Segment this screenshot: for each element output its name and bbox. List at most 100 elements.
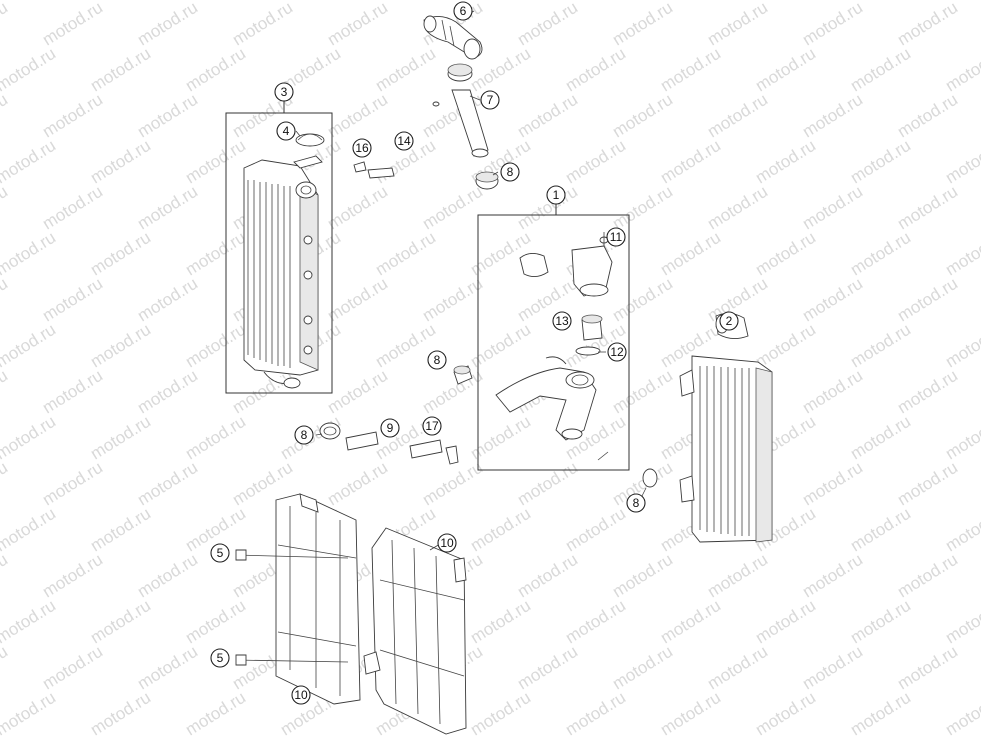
watermark-text: motod.ru	[324, 458, 391, 510]
watermark-text: motod.ru	[514, 274, 581, 326]
watermark-text: motod.ru	[182, 412, 249, 464]
watermark-text: motod.ru	[467, 596, 534, 648]
watermark-text: motod.ru	[847, 228, 914, 280]
watermark-text: motod.ru	[942, 688, 981, 736]
watermark-text: motod.ru	[799, 458, 866, 510]
watermark-text: motod.ru	[704, 642, 771, 694]
watermark-text: motod.ru	[847, 412, 914, 464]
watermark-text: motod.ru	[847, 504, 914, 556]
watermark-text: motod.ru	[39, 90, 106, 142]
watermark-text: motod.ru	[134, 274, 201, 326]
watermark-text: motod.ru	[609, 642, 676, 694]
watermark-text: motod.ru	[609, 550, 676, 602]
callout-17: 17	[422, 416, 442, 436]
thermostat-frame	[477, 214, 630, 471]
left-radiator-group	[225, 101, 333, 394]
watermark-text: motod.ru	[134, 550, 201, 602]
callout-4: 4	[276, 121, 296, 141]
radiator-shrouds	[235, 493, 467, 735]
watermark-text: motod.ru	[182, 596, 249, 648]
watermark-text: motod.ru	[847, 688, 914, 736]
watermark-text: motod.ru	[942, 412, 981, 464]
watermark-text: motod.ru	[87, 596, 154, 648]
callout-12: 12	[607, 342, 627, 362]
watermark-text: motod.ru	[0, 504, 59, 556]
watermark-text: motod.ru	[657, 596, 724, 648]
watermark-text: motod.ru	[752, 228, 819, 280]
watermark-text: motod.ru	[0, 320, 59, 372]
watermark-text: motod.ru	[704, 90, 771, 142]
callout-7: 7	[480, 90, 500, 110]
watermark-text: motod.ru	[942, 228, 981, 280]
callout-3: 3	[274, 82, 294, 102]
watermark-text: motod.ru	[0, 550, 11, 602]
watermark-text: motod.ru	[134, 458, 201, 510]
watermark-text: motod.ru	[324, 274, 391, 326]
svg-text:4: 4	[283, 124, 290, 138]
middle-parts	[319, 365, 473, 465]
watermark-text: motod.ru	[419, 366, 486, 418]
watermark-text: motod.ru	[372, 44, 439, 96]
watermark-text: motod.ru	[134, 366, 201, 418]
watermark-text: motod.ru	[0, 688, 59, 736]
watermark-text: motod.ru	[182, 688, 249, 736]
watermark-text: motod.ru	[799, 550, 866, 602]
callout-5-lower: 5	[210, 648, 230, 668]
watermark-text: motod.ru	[514, 182, 581, 234]
watermark-text: motod.ru	[467, 688, 534, 736]
svg-text:8: 8	[434, 353, 441, 367]
watermark-text: motod.ru	[894, 366, 961, 418]
callout-5-upper: 5	[210, 543, 230, 563]
watermark-text: motod.ru	[134, 182, 201, 234]
watermark-text: motod.ru	[134, 642, 201, 694]
watermark-text: motod.ru	[372, 228, 439, 280]
watermark-text: motod.ru	[704, 550, 771, 602]
watermark-text: motod.ru	[847, 136, 914, 188]
svg-text:8: 8	[507, 165, 514, 179]
svg-text:8: 8	[301, 428, 308, 442]
watermark-text: motod.ru	[39, 274, 106, 326]
watermark-text: motod.ru	[704, 0, 771, 49]
watermark-text: motod.ru	[704, 182, 771, 234]
callout-layer: 1 2 3 4 5 5 6 7 8 8 8 8 9 10 10 11 12 13…	[210, 1, 739, 705]
watermark-text: motod.ru	[847, 44, 914, 96]
watermark-text: motod.ru	[562, 688, 629, 736]
svg-text:17: 17	[425, 419, 439, 433]
watermark-text: motod.ru	[0, 182, 11, 234]
watermark-text: motod.ru	[894, 458, 961, 510]
watermark-text: motod.ru	[467, 412, 534, 464]
watermark-text: motod.ru	[182, 228, 249, 280]
watermark-text: motod.ru	[229, 0, 296, 49]
watermark-text: motod.ru	[419, 274, 486, 326]
callout-8-left: 8	[294, 425, 314, 445]
watermark-text: motod.ru	[87, 320, 154, 372]
svg-text:6: 6	[460, 4, 467, 18]
watermark-text: motod.ru	[0, 0, 59, 3]
watermark-text: motod.ru	[894, 274, 961, 326]
watermark-text: motod.ru	[0, 44, 59, 96]
watermark-text: motod.ru	[514, 90, 581, 142]
watermark-text: motod.ru	[752, 596, 819, 648]
watermark-text: motod.ru	[0, 366, 11, 418]
svg-text:5: 5	[217, 546, 224, 560]
callout-13: 13	[552, 311, 572, 331]
watermark-text: motod.ru	[324, 366, 391, 418]
watermark-text: motod.ru	[752, 320, 819, 372]
watermark-text: motod.ru	[799, 274, 866, 326]
watermark-text: motod.ru	[942, 596, 981, 648]
watermark-text: motod.ru	[0, 596, 59, 648]
watermark-text: motod.ru	[324, 90, 391, 142]
svg-text:8: 8	[633, 496, 640, 510]
upper-hoses	[353, 15, 499, 190]
callout-10-right: 10	[437, 533, 457, 553]
watermark-text: motod.ru	[894, 550, 961, 602]
watermark-text: motod.ru	[514, 550, 581, 602]
watermark-text: motod.ru	[609, 90, 676, 142]
watermark-text: motod.ru	[752, 688, 819, 736]
svg-text:9: 9	[387, 421, 394, 435]
callout-2: 2	[719, 311, 739, 331]
watermark-text: motod.ru	[467, 504, 534, 556]
watermark-text: motod.ru	[419, 182, 486, 234]
